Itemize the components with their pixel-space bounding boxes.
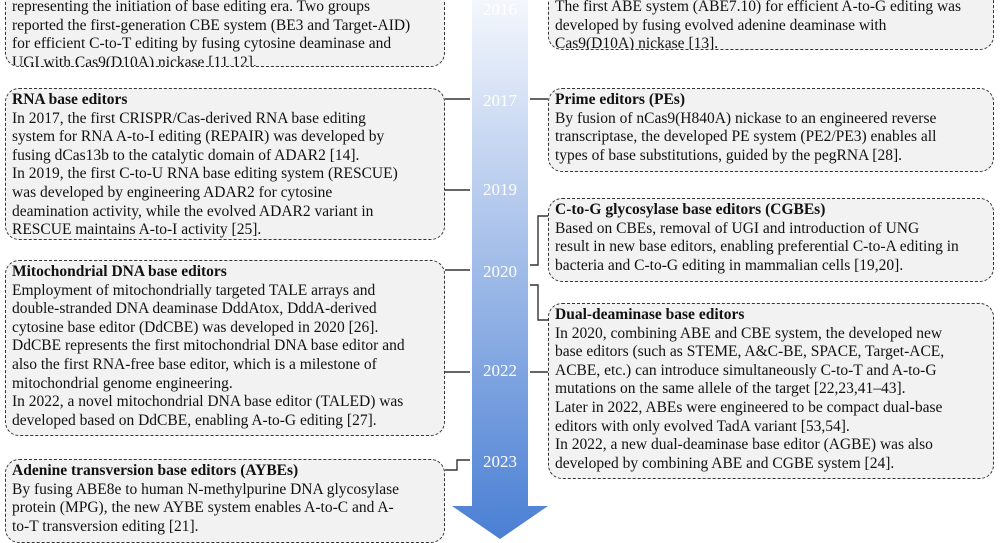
- connector-cgbe: [530, 215, 548, 266]
- connector-dual: [530, 284, 548, 321]
- abe-box: The first ABE system (ABE7.10) for effic…: [548, 0, 994, 50]
- cgbe-box: C-to-G glycosylase base editors (CGBEs) …: [548, 198, 994, 282]
- year-label-2022: 2022: [483, 361, 517, 380]
- cgbe-body: Based on CBEs, removal of UGI and introd…: [555, 219, 959, 274]
- prime-editors-title: Prime editors (PEs): [555, 91, 685, 108]
- cgbe-title: C-to-G glycosylase base editors (CGBEs): [555, 201, 826, 218]
- mitochondrial-base-editors-body: Employment of mitochondrially targeted T…: [12, 281, 405, 429]
- cbe-box-body: representing the initiation of base edit…: [12, 0, 411, 67]
- year-label-2017: 2017: [483, 91, 517, 110]
- dual-deaminase-title: Dual-deaminase base editors: [555, 306, 745, 323]
- abe-box-body: The first ABE system (ABE7.10) for effic…: [555, 0, 962, 50]
- year-label-2019: 2019: [483, 180, 517, 199]
- cbe-box: representing the initiation of base edit…: [5, 0, 445, 67]
- aybe-body: By fusing ABE8e to human N-methylpurine …: [12, 480, 400, 535]
- year-label-2020: 2020: [483, 262, 517, 281]
- mitochondrial-base-editors-box: Mitochondrial DNA base editors Employmen…: [5, 260, 445, 436]
- dual-deaminase-body: In 2020, combining ABE and CBE system, t…: [555, 324, 945, 472]
- aybe-box: Adenine transversion base editors (AYBEs…: [5, 459, 445, 543]
- connector-aybe: [445, 459, 470, 471]
- year-label-2016: 2016: [483, 0, 517, 19]
- rna-base-editors-title: RNA base editors: [12, 91, 128, 108]
- rna-base-editors-body: In 2017, the first CRISPR/Cas-derived RN…: [12, 109, 398, 239]
- rna-base-editors-box: RNA base editors In 2017, the first CRIS…: [5, 88, 445, 240]
- prime-editors-box: Prime editors (PEs) By fusion of nCas9(H…: [548, 88, 994, 172]
- aybe-title: Adenine transversion base editors (AYBEs…: [12, 462, 299, 479]
- year-label-2023: 2023: [483, 452, 517, 471]
- mitochondrial-base-editors-title: Mitochondrial DNA base editors: [12, 263, 227, 280]
- prime-editors-body: By fusion of nCas9(H840A) nickase to an …: [555, 109, 937, 164]
- dual-deaminase-box: Dual-deaminase base editors In 2020, com…: [548, 303, 994, 479]
- timeline-arrow-shape: [452, 0, 548, 539]
